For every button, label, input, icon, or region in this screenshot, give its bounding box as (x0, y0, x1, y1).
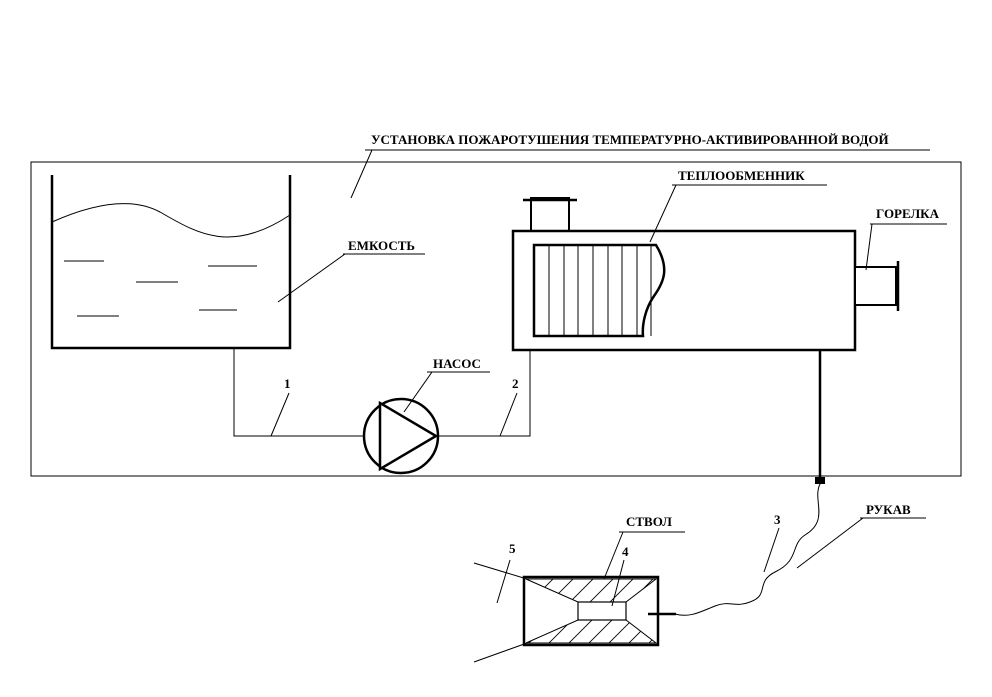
title-leader (350, 149, 373, 199)
tank-label: ЕМКОСТЬ (348, 238, 415, 253)
hose-coupling (815, 477, 825, 484)
hose-number-leader (763, 527, 780, 573)
nozzle-insert-leader (611, 559, 625, 607)
pipe-2-number: 2 (512, 376, 519, 391)
pump-label: НАСОС (433, 356, 481, 371)
tank-leader (277, 253, 346, 303)
hose-label: РУКАВ (866, 502, 911, 517)
spray-line-top (473, 562, 528, 580)
spray-leader (496, 559, 511, 604)
pump-leader (403, 371, 433, 413)
burner (854, 261, 900, 311)
burner-label: ГОРЕЛКА (876, 206, 940, 221)
heat-exchanger-leader (649, 184, 677, 243)
heat-exchanger (511, 197, 857, 352)
spray-line-bottom (473, 642, 528, 663)
nozzle (522, 575, 676, 647)
hose (656, 483, 821, 616)
pipe-1 (233, 348, 364, 437)
pipe-1-leader (270, 392, 290, 437)
tank (50, 175, 292, 350)
installation-boundary (30, 161, 962, 477)
hose-number: 3 (774, 512, 781, 527)
spray-number: 5 (509, 541, 516, 556)
heat-exchanger-label: ТЕПЛООБМЕННИК (678, 168, 805, 183)
pipe-2 (437, 350, 531, 437)
hose-leader (796, 517, 864, 569)
burner-leader (865, 223, 873, 271)
nozzle-leader (603, 531, 624, 580)
diagram-title: УСТАНОВКА ПОЖАРОТУШЕНИЯ ТЕМПЕРАТУРНО-АКТ… (371, 132, 889, 147)
pump-symbol (362, 397, 440, 475)
pipe-1-number: 1 (284, 376, 291, 391)
pipe-2-leader (499, 392, 518, 437)
nozzle-label: СТВОЛ (626, 514, 672, 529)
nozzle-insert-number: 4 (622, 544, 629, 559)
